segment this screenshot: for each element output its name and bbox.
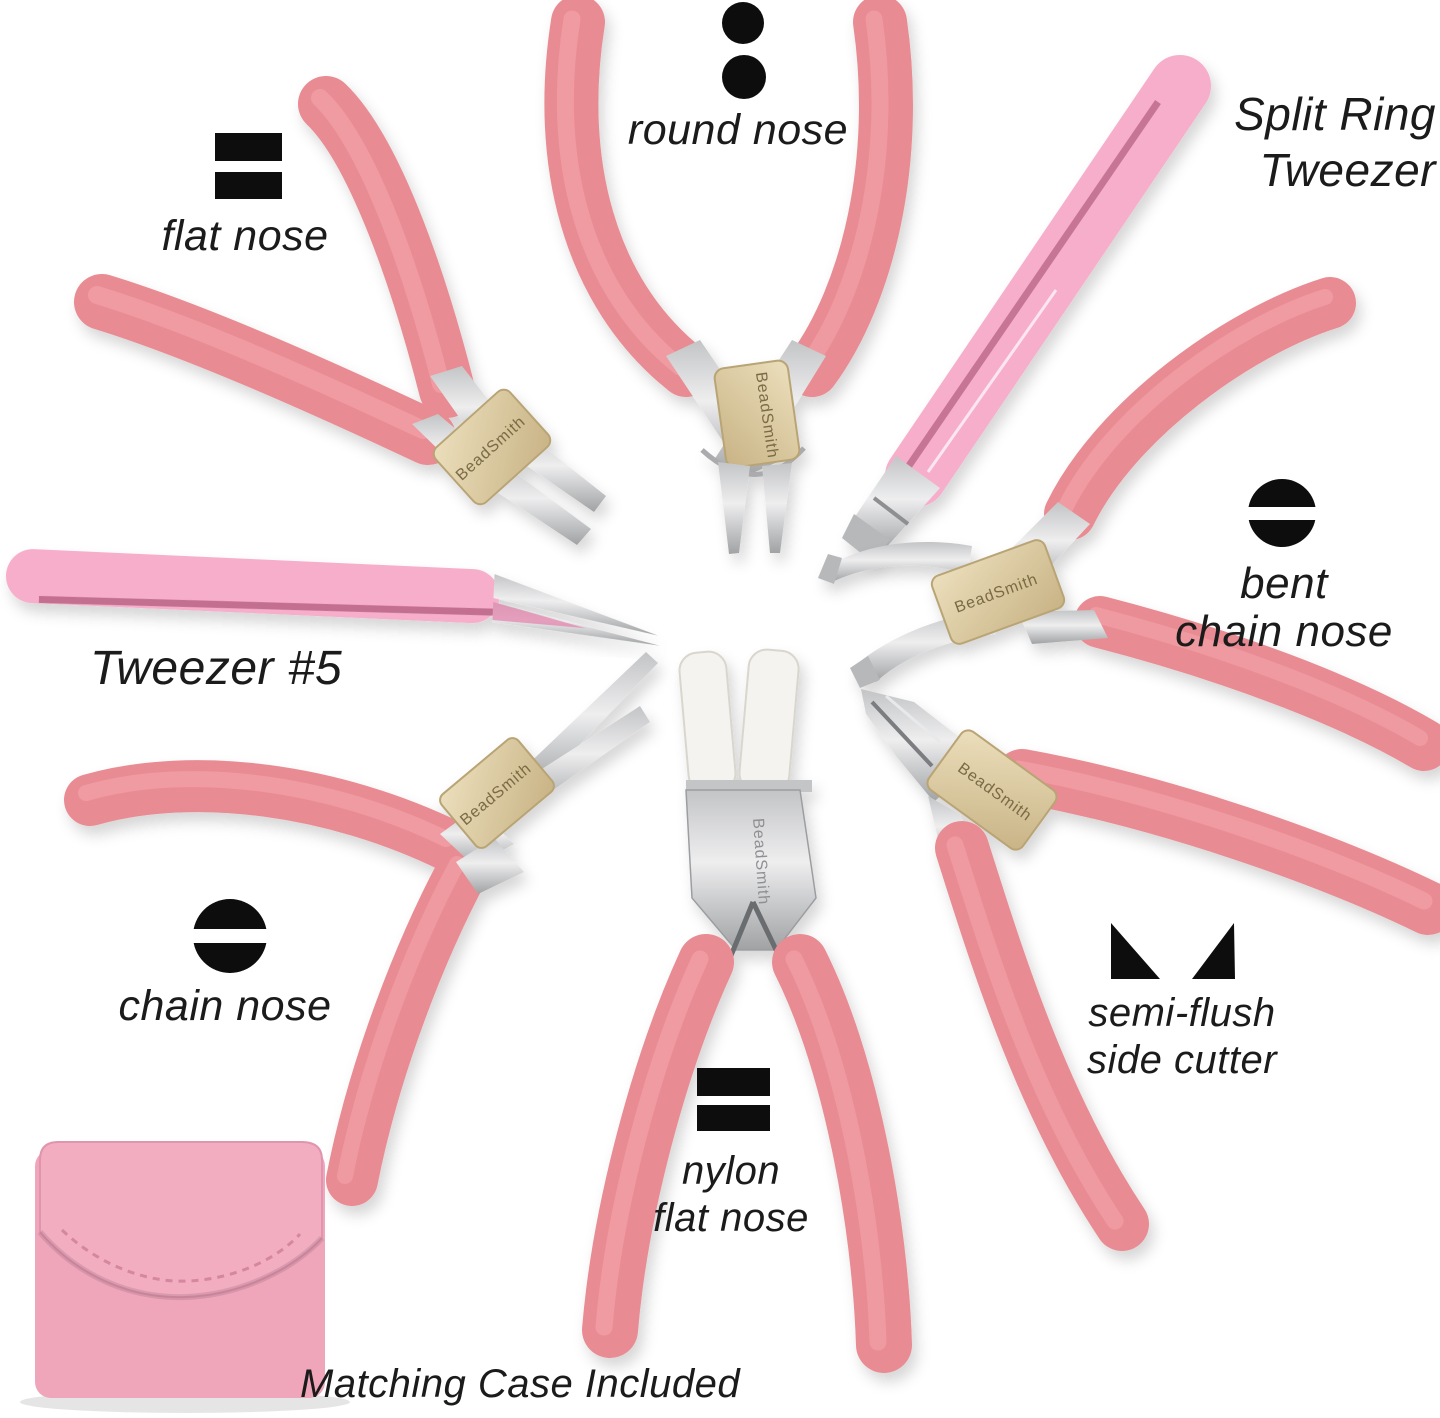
bent-jaw [832,541,972,582]
side-cutter-pliers: BeadSmith [861,689,1440,1251]
brand-plate [432,388,552,506]
case-flap [39,1141,323,1299]
bent-chain-nose-pliers: BeadSmith [818,277,1440,771]
case-caption: Matching Case Included [300,1362,741,1406]
slot [1248,507,1316,520]
tweezer-gap [926,289,1058,473]
handle-highlight [946,836,1124,1230]
handle [995,749,1440,935]
jaw [718,462,750,554]
round-nose-label: round nose [627,106,849,154]
handle-highlight [797,10,889,376]
split-ring-tweezer-label: Split Ring Tweezer [1150,86,1436,198]
brand-stamp: BeadSmith [749,818,772,906]
flat-nose-label: flat nose [161,212,329,260]
tweezer-prong [492,602,660,646]
label-line: chain nose [1175,606,1393,656]
handle-highlight [1057,289,1333,516]
jaw [520,652,658,790]
handle-highlight [88,286,432,439]
tweezer-5-label: Tweezer #5 [90,642,343,695]
tweezer-prong [493,574,658,636]
brand-plate [713,359,801,469]
label-line: Tweezer [1259,144,1436,197]
blade-triangle [1192,923,1235,979]
joint-arm [456,838,524,894]
flat-nose-icon [215,133,282,199]
case-flap-shade [37,1230,325,1301]
handle-highlight [1009,760,1433,910]
nylon-flat-nose-icon [697,1068,770,1131]
handle-highlight [1088,607,1428,746]
brand-plate [926,729,1058,851]
dot [722,2,764,44]
tweezer-edge [903,100,1161,472]
semi-flush-side-cutter-icon [1111,923,1235,979]
jaw-clamp [686,780,812,792]
chain-nose-pliers: BeadSmith [64,652,658,1206]
brand-plate [439,737,555,849]
round-nose-icon [722,2,766,99]
nylon-flat-nose-pliers: BeadSmith [582,648,912,1373]
handle [582,934,734,1358]
semi-flush-side-cutter-label: semi-flush side cutter [1042,990,1322,1084]
dot [722,55,766,99]
label-line: semi-flush [1088,991,1276,1035]
bent-chain-nose-label: bent chain nose [1152,560,1416,655]
handle-highlight [78,771,454,847]
tweezer-edge [38,595,497,616]
chain-nose-icon [193,899,267,973]
label-line: side cutter [1086,1038,1278,1083]
handle-highlight [311,89,450,393]
jaw [762,463,792,553]
nylon-flat-nose-label: nylon flat nose [615,1148,847,1242]
plier-body [685,789,817,951]
equals-bar [215,133,282,161]
handle-highlight [556,10,689,376]
bent-jaw-tip [850,656,880,688]
bent-chain-nose-icon [1248,479,1316,547]
equals-bar [215,172,282,199]
blade-triangle [1111,923,1160,979]
joint-arm [1018,610,1108,644]
label-line: bent [1240,559,1328,608]
matching-case [20,1141,350,1413]
jaw [485,460,591,545]
cutter-edge [885,694,941,744]
label-line: Split Ring [1234,88,1436,140]
label-line: flat nose [653,1196,809,1241]
nylon-jaw [738,648,800,794]
label-line: nylon [681,1149,781,1193]
handle-highlight [785,950,887,1351]
flat-nose-pliers: BeadSmith [74,76,606,545]
slot [193,929,267,943]
prong-sparkle [492,602,587,629]
handle [326,842,490,1206]
handle-highlight [337,856,465,1184]
equals-bar [697,1105,770,1131]
handle-highlight [595,950,709,1336]
tweezer-tip-notch [872,496,910,526]
tweezer-5 [5,549,660,646]
bent-jaw-tip [818,554,842,584]
brand-plate [930,539,1066,645]
chain-nose-label: chain nose [118,982,332,1030]
equals-bar [697,1068,770,1096]
round-nose-pliers: BeadSmith [544,0,913,554]
nylon-jaw [678,650,737,794]
tweezer-body [885,55,1211,507]
cutter-notch [870,700,934,768]
